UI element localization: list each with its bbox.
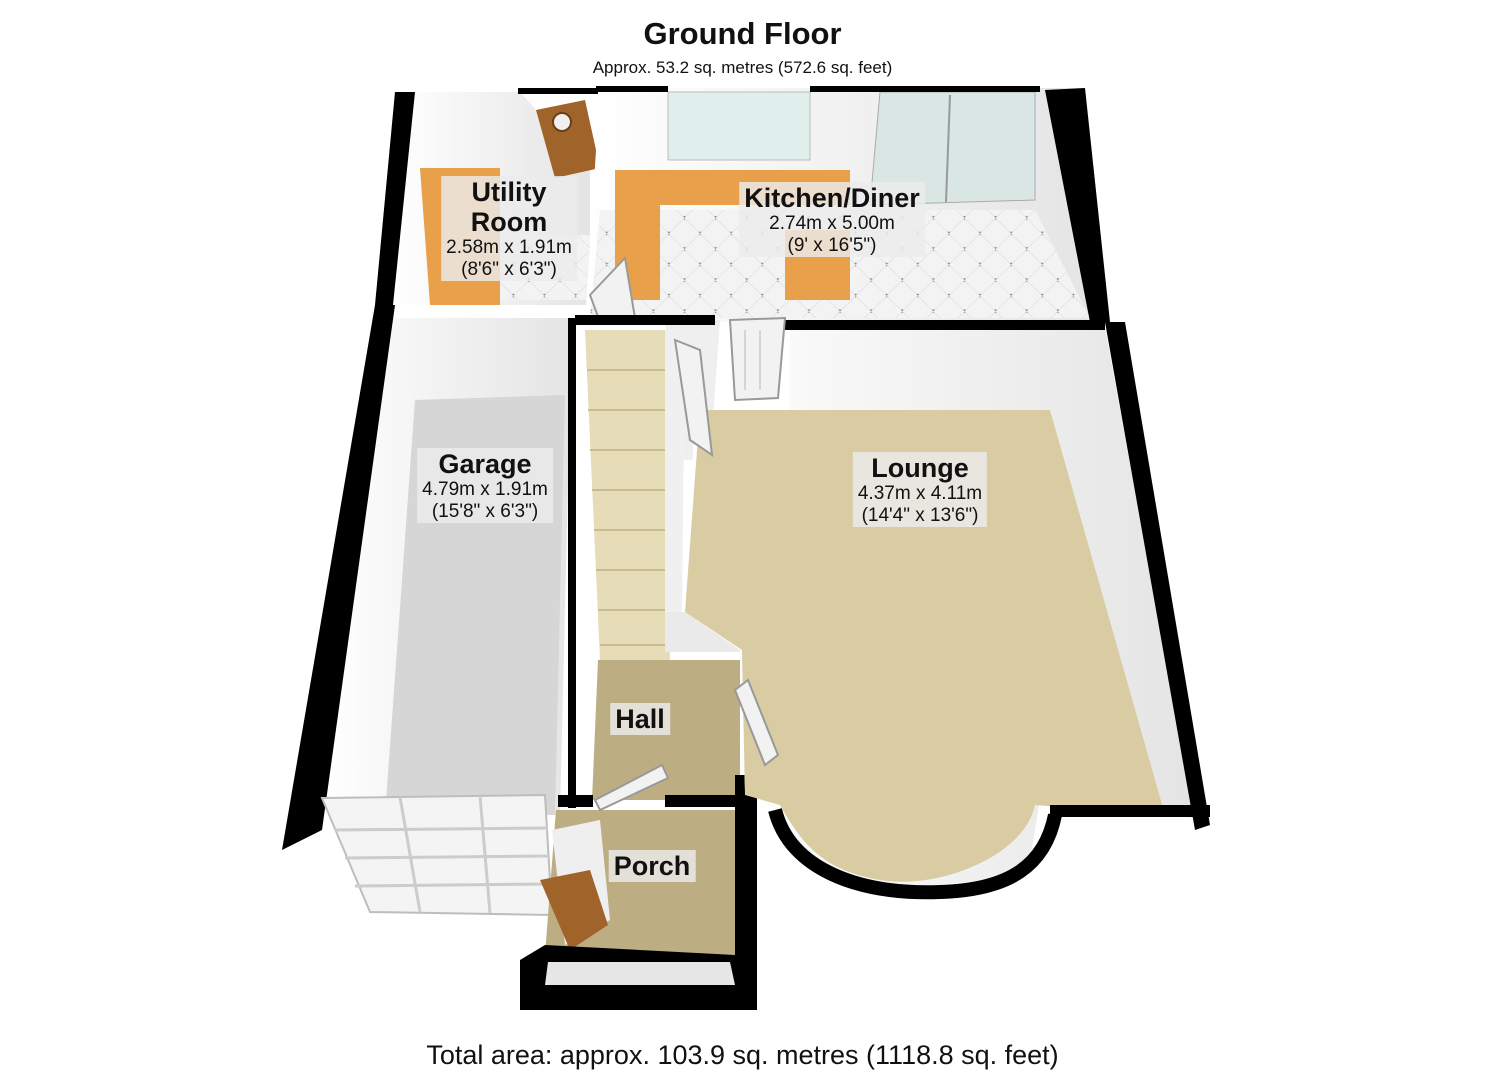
front-door[interactable] xyxy=(540,870,608,950)
hall-label: Hall xyxy=(610,703,670,736)
floor-area-subtitle: Approx. 53.2 sq. metres (572.6 sq. feet) xyxy=(592,58,893,77)
utility-room-label: Utility Room 2.58m x 1.91m (8'6" x 6'3") xyxy=(441,176,577,281)
garage-dim-imperial: (15'8" x 6'3") xyxy=(431,500,539,522)
porch-label: Porch xyxy=(608,850,696,883)
lounge-label: Lounge 4.37m x 4.11m (14'4" x 13'6") xyxy=(852,452,988,527)
lounge xyxy=(685,320,1210,900)
porch xyxy=(520,775,757,1010)
garage-dim-metric: 4.79m x 1.91m xyxy=(422,479,548,501)
utility-room-name-line1: Utility xyxy=(471,177,547,207)
porch-name: Porch xyxy=(613,851,691,881)
utility-back-door[interactable] xyxy=(536,100,600,178)
hall-name: Hall xyxy=(615,704,665,734)
total-area: Total area: approx. 103.9 sq. metres (11… xyxy=(426,1040,1059,1070)
lounge-name: Lounge xyxy=(871,453,969,483)
garage-label: Garage 4.79m x 1.91m (15'8" x 6'3") xyxy=(417,448,553,523)
porch-inner-door[interactable] xyxy=(593,763,670,812)
lounge-dim-imperial: (14'4" x 13'6") xyxy=(861,504,979,526)
kitchen-window xyxy=(667,91,811,161)
utility-room-dim-imperial: (8'6" x 6'3") xyxy=(461,258,557,280)
floor-title: Ground Floor xyxy=(643,16,842,51)
lounge-door-upper[interactable] xyxy=(673,338,714,458)
kitchen-diner-label: Kitchen/Diner 2.74m x 5.00m (9' x 16'5") xyxy=(739,182,925,257)
kitchen-diner-dim-imperial: (9' x 16'5") xyxy=(787,234,877,256)
garage-name: Garage xyxy=(438,449,532,479)
garage xyxy=(282,305,572,917)
kitchen-diner-dim-metric: 2.74m x 5.00m xyxy=(769,213,895,235)
kitchen-door[interactable] xyxy=(728,316,787,402)
lounge-dim-metric: 4.37m x 4.11m xyxy=(857,483,983,505)
utility-room-name-line2: Room xyxy=(470,207,548,238)
utility-room-dim-metric: 2.58m x 1.91m xyxy=(446,237,572,259)
kitchen-diner-name: Kitchen/Diner xyxy=(744,183,920,213)
staircase xyxy=(585,330,670,660)
garage-door[interactable] xyxy=(320,793,554,917)
lounge-door-hall[interactable] xyxy=(733,678,780,767)
